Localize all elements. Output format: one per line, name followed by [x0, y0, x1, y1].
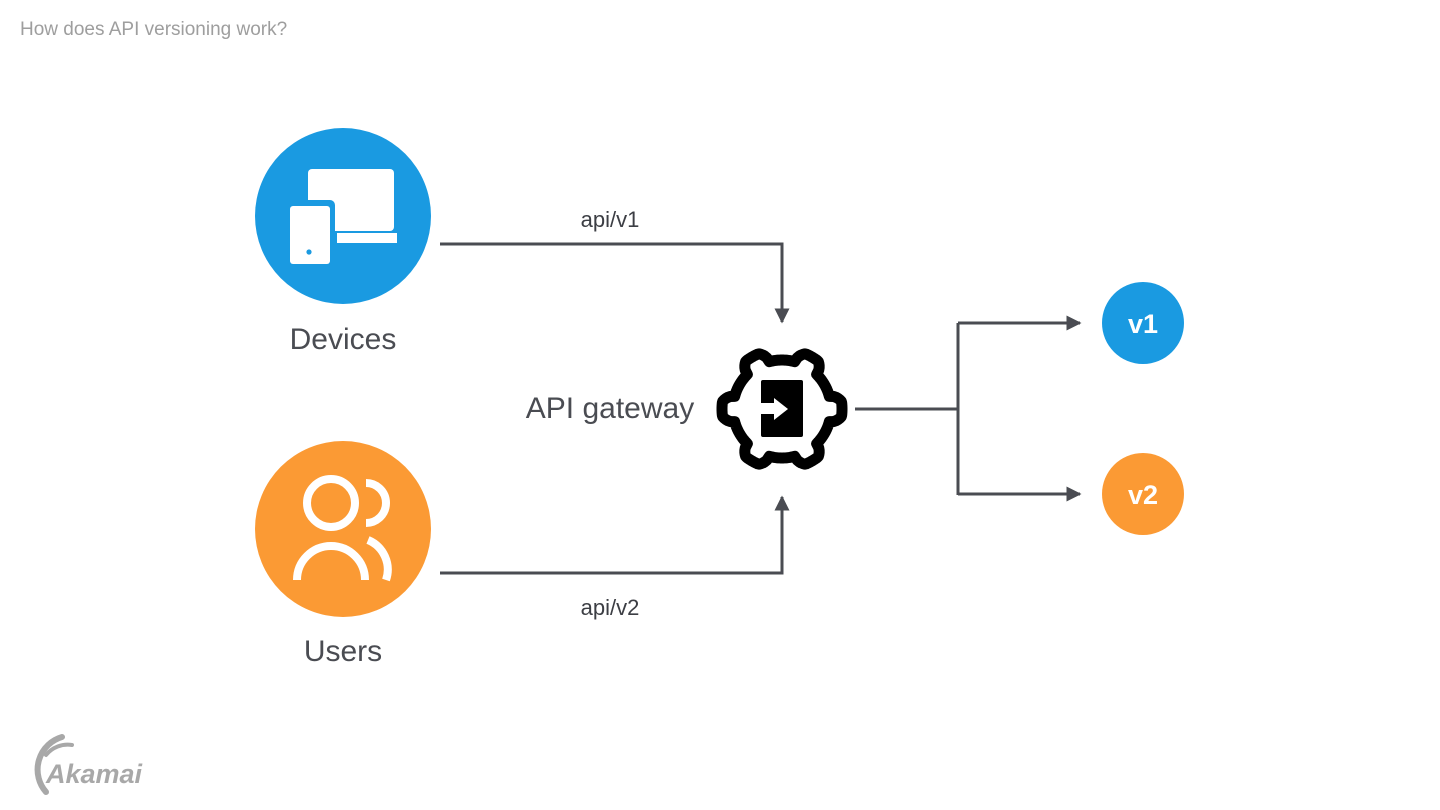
gateway-label: API gateway — [526, 392, 694, 425]
edge-gateway-trunk — [855, 323, 960, 495]
node-gateway: API gateway — [526, 348, 848, 470]
gear-login-icon — [716, 348, 848, 470]
v1-label: v1 — [1128, 309, 1158, 339]
edge-label-api-v1: api/v1 — [581, 207, 640, 232]
users-icon — [293, 475, 392, 582]
edge-label-api-v2: api/v2 — [581, 595, 640, 620]
devices-icon — [285, 169, 397, 270]
node-users: Users — [255, 441, 431, 668]
node-v1: v1 — [1102, 282, 1184, 364]
users-circle — [255, 441, 431, 617]
node-v2: v2 — [1102, 453, 1184, 535]
devices-label: Devices — [290, 323, 397, 356]
node-devices: Devices — [255, 128, 431, 356]
edge-users-to-gateway — [440, 495, 790, 575]
akamai-logo-text: Akamai — [45, 759, 143, 789]
akamai-wave-icon — [34, 734, 74, 795]
akamai-logo: Akamai — [34, 734, 143, 795]
users-label: Users — [304, 635, 382, 668]
page-title: How does API versioning work? — [20, 19, 288, 40]
edge-devices-to-gateway — [440, 242, 790, 324]
v2-label: v2 — [1128, 480, 1158, 510]
